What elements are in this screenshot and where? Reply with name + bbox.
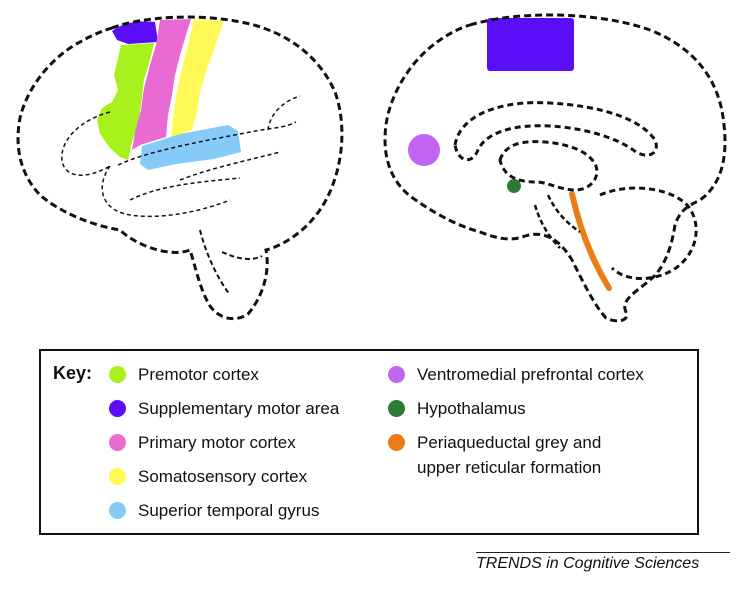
key-item-primary-motor: Primary motor cortex xyxy=(109,430,296,455)
key-item-label: Hypothalamus xyxy=(417,399,526,418)
medial-outline xyxy=(383,13,727,323)
brain-diagram xyxy=(16,13,727,323)
superior-temporal-swatch-icon xyxy=(109,502,126,519)
key-item-ventromedial: Ventromedial prefrontal cortex xyxy=(388,362,644,387)
midbrain-outline xyxy=(533,194,581,249)
superior-temporal-gyrus-region xyxy=(140,125,241,170)
corpus-callosum-outline xyxy=(453,101,658,161)
supplementary-motor-area-medial xyxy=(487,18,574,71)
primary-motor-cortex-region xyxy=(132,19,191,150)
premotor-cortex-region xyxy=(97,43,154,160)
somatosensory-swatch-icon xyxy=(109,468,126,485)
key-item-hypothalamus: Hypothalamus xyxy=(388,396,526,421)
hypothalamus-swatch-icon xyxy=(388,400,405,417)
supplementary-swatch-icon xyxy=(109,400,126,417)
periaqueductal-grey-line xyxy=(569,191,612,291)
key-title: Key: xyxy=(53,363,93,383)
key-item-label-line1: Periaqueductal grey and xyxy=(417,433,602,452)
periaqueductal-swatch-icon xyxy=(388,434,405,451)
key-item-label: Periaqueductal grey and upper reticular … xyxy=(417,430,601,480)
temporal-fold-lines xyxy=(61,95,301,218)
key-item-superior-temporal: Superior temporal gyrus xyxy=(109,498,319,523)
ventromedial-prefrontal-cortex-dot xyxy=(408,134,440,166)
primary-motor-swatch-icon xyxy=(109,434,126,451)
key-item-periaqueductal: Periaqueductal grey and upper reticular … xyxy=(388,430,601,480)
hypothalamus-dot xyxy=(507,179,521,193)
key-item-somatosensory: Somatosensory cortex xyxy=(109,464,307,489)
key-item-supplementary: Supplementary motor area xyxy=(109,396,339,421)
key-item-label-line2: upper reticular formation xyxy=(417,458,602,477)
premotor-swatch-icon xyxy=(109,366,126,383)
somatosensory-cortex-region xyxy=(171,19,224,137)
cerebellum-outline xyxy=(599,186,698,280)
thalamus-outline xyxy=(498,140,599,192)
footer-divider xyxy=(476,552,730,553)
lateral-sulcus-lines xyxy=(117,121,297,201)
key-item-label: Ventromedial prefrontal cortex xyxy=(417,365,644,384)
key-item-label: Premotor cortex xyxy=(138,365,259,384)
supplementary-motor-area-region xyxy=(112,21,158,44)
key-item-label: Supplementary motor area xyxy=(138,399,340,418)
brainstem-outline-left xyxy=(199,229,263,296)
key-item-label: Superior temporal gyrus xyxy=(138,501,320,520)
key-legend: Key: Premotor cortex Supplementary motor… xyxy=(39,349,699,535)
journal-credit: TRENDS in Cognitive Sciences xyxy=(476,555,700,572)
key-item-premotor: Premotor cortex xyxy=(109,362,259,387)
key-item-label: Somatosensory cortex xyxy=(138,467,308,486)
key-item-label: Primary motor cortex xyxy=(138,433,296,452)
lateral-outline xyxy=(16,15,344,321)
medial-brain-view xyxy=(383,13,727,323)
lateral-brain-view xyxy=(16,15,344,321)
ventromedial-swatch-icon xyxy=(388,366,405,383)
